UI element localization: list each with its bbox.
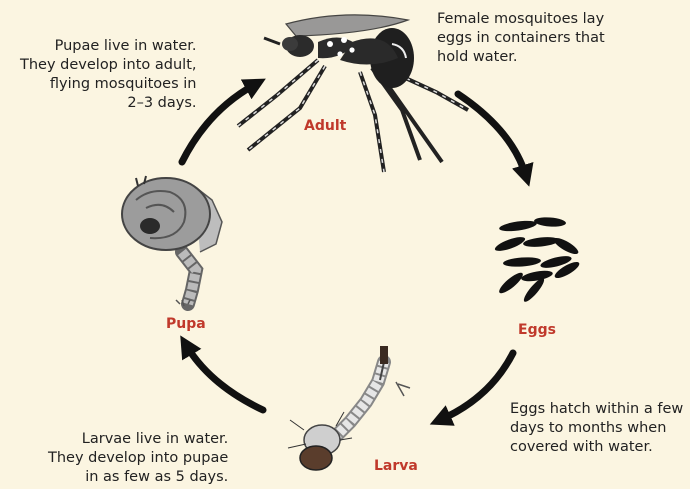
pupa-to-adult-note-line: flying mosquitoes in xyxy=(20,75,197,94)
larva-to-pupa-note: Larvae live in water. They develop into … xyxy=(48,430,228,487)
pupa-to-adult-note-line: 2–3 days. xyxy=(20,94,197,113)
egg-hatch-note: Eggs hatch within a few days to months w… xyxy=(510,400,683,457)
pupa-illustration xyxy=(122,176,222,306)
pupa-to-adult-note-line: Pupae live in water. xyxy=(20,37,197,56)
egg-laying-note-line: Female mosquitoes lay xyxy=(437,10,605,29)
pupa-to-adult-note-line: They develop into adult, xyxy=(20,56,197,75)
egg-laying-note-line: eggs in containers that xyxy=(437,29,605,48)
arrow-eggs-to-larva xyxy=(440,353,513,420)
egg-hatch-note-line: days to months when xyxy=(510,419,683,438)
stage-label-eggs: Eggs xyxy=(518,322,556,338)
arrow-larva-to-pupa xyxy=(186,345,263,410)
larva-to-pupa-note-line: in as few as 5 days. xyxy=(48,468,228,487)
adult-mosquito-illustration xyxy=(238,15,468,172)
larva-to-pupa-note-line: They develop into pupae xyxy=(48,449,228,468)
eggs-illustration xyxy=(493,216,581,304)
egg-hatch-note-line: Eggs hatch within a few xyxy=(510,400,683,419)
egg-laying-note-line: hold water. xyxy=(437,48,605,67)
arrow-adult-to-eggs xyxy=(458,94,526,176)
egg-laying-note: Female mosquitoes lay eggs in containers… xyxy=(437,10,605,67)
larva-to-pupa-note-line: Larvae live in water. xyxy=(48,430,228,449)
stage-label-adult: Adult xyxy=(304,118,346,134)
egg-hatch-note-line: covered with water. xyxy=(510,438,683,457)
pupa-to-adult-note: Pupae live in water. They develop into a… xyxy=(20,37,197,113)
stage-label-pupa: Pupa xyxy=(166,316,206,332)
stage-label-larva: Larva xyxy=(374,458,418,474)
larva-illustration xyxy=(288,346,410,470)
